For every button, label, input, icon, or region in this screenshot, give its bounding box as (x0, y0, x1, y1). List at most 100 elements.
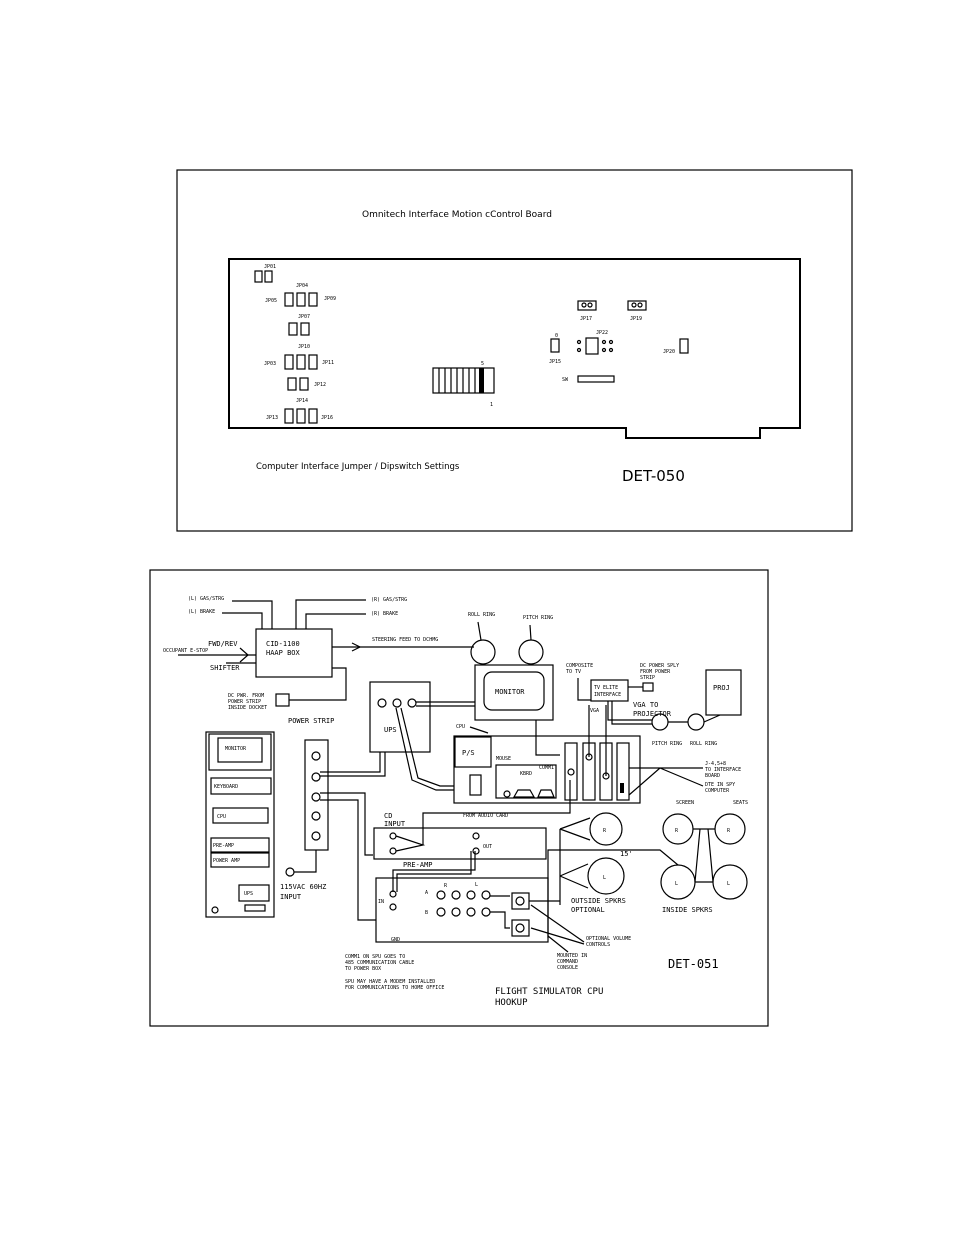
jumper-jp12: JP12 (287, 377, 326, 391)
diagram1-title: Omnitech Interface Motion cControl Board (362, 210, 552, 220)
svg-text:JP05: JP05 (265, 298, 277, 304)
jumper-jp22: JP22 (576, 330, 614, 355)
svg-text:IN: IN (378, 899, 384, 905)
svg-text:ROLL RING: ROLL RING (690, 741, 717, 747)
label-fwd-rev: FWD/REV (208, 640, 238, 648)
diagram-cpu-hookup: (L) GAS/STRG (L) BRAKE (R) GAS/STRG (R) … (149, 569, 769, 1027)
svg-text:R: R (675, 828, 679, 834)
svg-text:485 COMMUNICATION CABLE: 485 COMMUNICATION CABLE (345, 960, 414, 966)
tv-elite-interface (590, 679, 629, 702)
haap-box (255, 628, 333, 678)
dip-switch: 5 1 (432, 361, 495, 408)
svg-text:JP14: JP14 (296, 398, 308, 404)
diagram-jumper-settings: Omnitech Interface Motion cControl Board… (176, 169, 853, 532)
svg-text:L: L (675, 881, 678, 887)
jumper-jp01: JP01 (254, 264, 276, 283)
diagram1-caption: Computer Interface Jumper / Dipswitch Se… (256, 462, 460, 472)
svg-text:INPUT: INPUT (280, 893, 302, 901)
svg-text:5: 5 (481, 361, 484, 367)
svg-text:TO TV: TO TV (566, 669, 581, 675)
svg-text:P/S: P/S (462, 749, 475, 757)
svg-text:POWER STRIP: POWER STRIP (228, 699, 261, 705)
svg-text:KBRD: KBRD (520, 771, 532, 777)
label-brake-right: (R) BRAKE (371, 611, 398, 617)
equipment-rack (205, 731, 275, 918)
svg-text:JP10: JP10 (298, 344, 310, 350)
svg-text:KEYBOARD: KEYBOARD (214, 784, 238, 790)
svg-text:VGA TO: VGA TO (633, 701, 658, 709)
svg-text:0: 0 (555, 333, 558, 339)
svg-text:PITCH RING: PITCH RING (523, 615, 553, 621)
jumper-jp19: JP19 (627, 300, 647, 322)
svg-text:OUTSIDE SPKRS: OUTSIDE SPKRS (571, 897, 626, 905)
svg-text:INPUT: INPUT (384, 820, 406, 828)
svg-text:FOR COMMUNICATIONS TO HOME OFF: FOR COMMUNICATIONS TO HOME OFFICE (345, 985, 444, 991)
preamp-box (375, 877, 549, 943)
label-steering-feed: STEERING FEED TO DCHMG (372, 637, 438, 643)
label-preamp: PRE-AMP (403, 861, 433, 869)
svg-text:PROJECTOR: PROJECTOR (633, 710, 672, 718)
svg-text:R: R (603, 828, 607, 834)
svg-text:DTE IN SPY: DTE IN SPY (705, 782, 735, 788)
diagram2-frame (149, 569, 769, 1027)
svg-text:JP15: JP15 (549, 359, 561, 365)
svg-text:115VAC 60HZ: 115VAC 60HZ (280, 883, 326, 891)
svg-text:GND: GND (391, 937, 400, 943)
power-strip (304, 739, 329, 851)
label-gas-strg-left: (L) GAS/STRG (188, 596, 224, 602)
pitch-ring-top (518, 639, 544, 665)
svg-text:PITCH RING: PITCH RING (652, 741, 682, 747)
svg-text:MOUSE: MOUSE (496, 756, 511, 762)
jumper-jp14: JP14 JP13 JP16 (266, 398, 333, 424)
cd-input-box (373, 827, 547, 860)
svg-text:MONITOR: MONITOR (225, 746, 247, 752)
svg-text:COMM1: COMM1 (539, 765, 554, 771)
diagram2-title-line1: FLIGHT SIMULATOR CPU (495, 987, 603, 997)
svg-text:JP01: JP01 (264, 264, 276, 270)
svg-text:JP12: JP12 (314, 382, 326, 388)
svg-text:JP11: JP11 (322, 360, 334, 366)
svg-text:CD: CD (384, 812, 392, 820)
label-occupant-estop: OCCUPANT E-STOP (163, 648, 208, 654)
svg-text:1: 1 (490, 402, 493, 408)
svg-text:OPTIONAL: OPTIONAL (571, 906, 605, 914)
svg-text:ROLL RING: ROLL RING (468, 612, 495, 618)
outside-speaker-r (589, 812, 623, 846)
svg-text:INTERFACE: INTERFACE (594, 692, 621, 698)
monitor (474, 664, 554, 721)
svg-text:JP09: JP09 (324, 296, 336, 302)
svg-text:JP19: JP19 (630, 316, 642, 322)
circuit-board-outline (228, 258, 801, 439)
svg-text:TO POWER BOX: TO POWER BOX (345, 966, 381, 972)
label-brake-left: (L) BRAKE (188, 609, 215, 615)
svg-text:L: L (603, 875, 606, 881)
svg-text:A: A (425, 890, 428, 896)
jumper-jp17: JP17 (577, 300, 597, 322)
svg-text:TV ELITE: TV ELITE (594, 685, 618, 691)
svg-text:SW: SW (562, 377, 569, 383)
svg-text:JP20: JP20 (663, 349, 675, 355)
diagram1-drawing-number: DET-050 (622, 467, 685, 485)
label-power-strip: POWER STRIP (288, 717, 334, 725)
roll-ring (687, 713, 705, 731)
svg-text:CONSOLE: CONSOLE (557, 965, 578, 971)
jumper-jp07: JP07 (288, 314, 310, 336)
svg-text:PROJ: PROJ (713, 684, 730, 692)
svg-text:B: B (425, 910, 428, 916)
jumper-jp15: 0 JP15 (549, 333, 561, 365)
svg-text:JP13: JP13 (266, 415, 278, 421)
svg-text:UPS: UPS (244, 891, 253, 897)
svg-text:FROM POWER: FROM POWER (640, 669, 671, 675)
label-distance: 15' (620, 850, 633, 858)
switch-header: SW (562, 375, 615, 383)
roll-ring-top (470, 639, 496, 665)
svg-text:COMM1 ON SPU GOES TO: COMM1 ON SPU GOES TO (345, 954, 405, 960)
svg-text:J-4,5+8: J-4,5+8 (705, 761, 726, 767)
label-screen: SCREEN (676, 800, 694, 806)
cpu-box (453, 735, 641, 804)
svg-text:JP16: JP16 (321, 415, 333, 421)
label-gas-strg-right: (R) GAS/STRG (371, 597, 407, 603)
svg-text:POWER AMP: POWER AMP (213, 858, 240, 864)
label-shifter: SHIFTER (210, 664, 240, 672)
label-from-audio: FROM AUDIO CARD (463, 813, 508, 819)
